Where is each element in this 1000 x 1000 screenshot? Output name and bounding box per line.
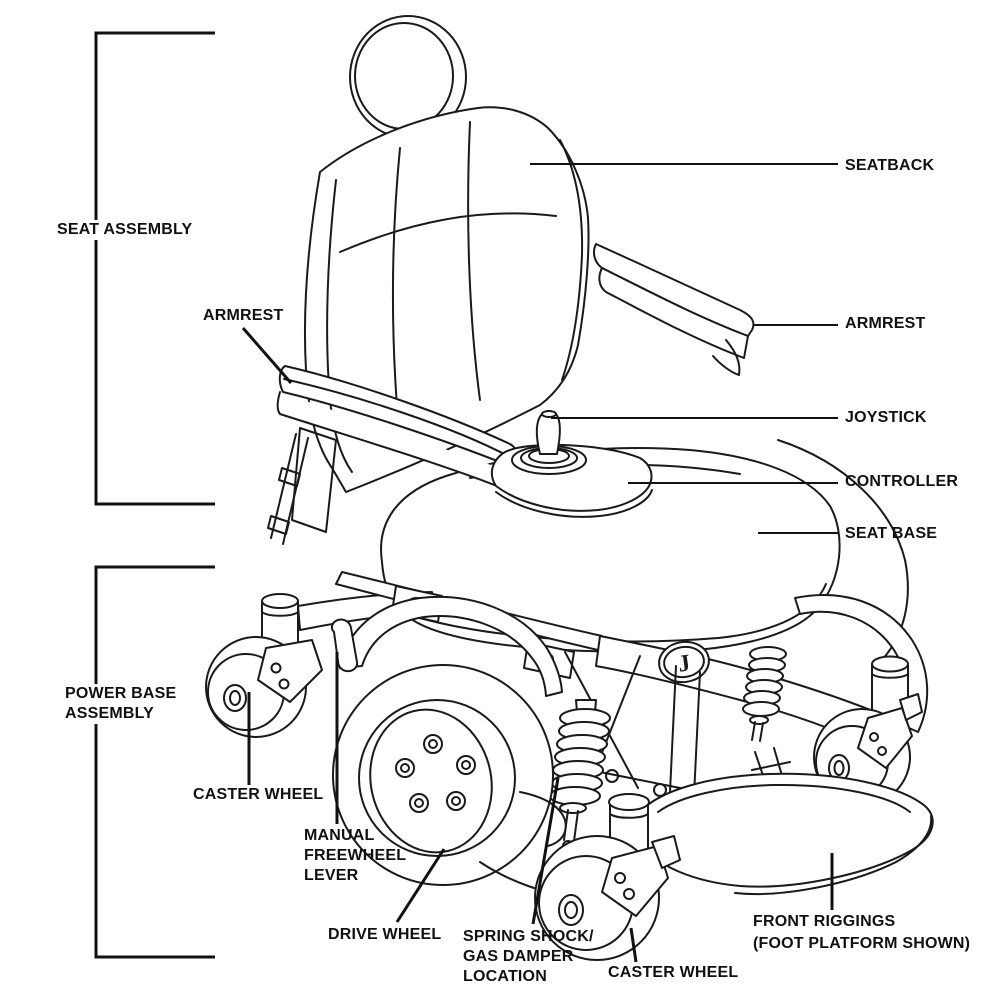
caster-wheel-bottom-leader — [629, 927, 638, 963]
label-power-base-assembly: POWER BASE ASSEMBLY — [62, 684, 180, 724]
label-seatback: SEATBACK — [845, 157, 935, 174]
label-drive-wheel: DRIVE WHEEL — [328, 926, 442, 943]
armrest-left-leader — [241, 327, 293, 384]
caster-bottom-shape — [534, 793, 681, 961]
power-base-assembly-bracket — [94, 565, 215, 959]
label-armrest-right: ARMREST — [845, 315, 926, 332]
label-seat-base: SEAT BASE — [845, 525, 938, 542]
right-spring-shape — [742, 646, 787, 742]
label-joystick: JOYSTICK — [845, 409, 927, 426]
caster-left-shape — [205, 636, 323, 738]
near-armrest-shape — [267, 365, 519, 545]
label-armrest-left: ARMREST — [203, 307, 284, 324]
label-seat-assembly: SEAT ASSEMBLY — [54, 220, 196, 240]
drive-wheel-shape — [332, 664, 554, 886]
brand-logo: J — [658, 640, 710, 684]
label-front-riggings: FRONT RIGGINGS (FOOT PLATFORM SHOWN) — [753, 913, 971, 952]
far-armrest-shape — [593, 243, 755, 376]
label-controller: CONTROLLER — [845, 473, 959, 490]
left-spring-shape — [549, 699, 611, 852]
label-spring-shock: SPRING SHOCK/ GAS DAMPER LOCATION — [463, 928, 594, 985]
controller-shape — [490, 410, 653, 518]
label-caster-wheel-left: CASTER WHEEL — [193, 786, 324, 803]
spring-shock-leader — [531, 777, 560, 925]
seat-assembly-bracket — [94, 31, 215, 506]
label-caster-wheel-bottom: CASTER WHEEL — [608, 964, 739, 981]
fender-shape — [339, 596, 563, 697]
drive-wheel-leader — [395, 848, 446, 923]
label-manual-freewheel-lever: MANUAL FREEWHEEL LEVER — [304, 827, 407, 884]
svg-text:J: J — [677, 650, 693, 677]
